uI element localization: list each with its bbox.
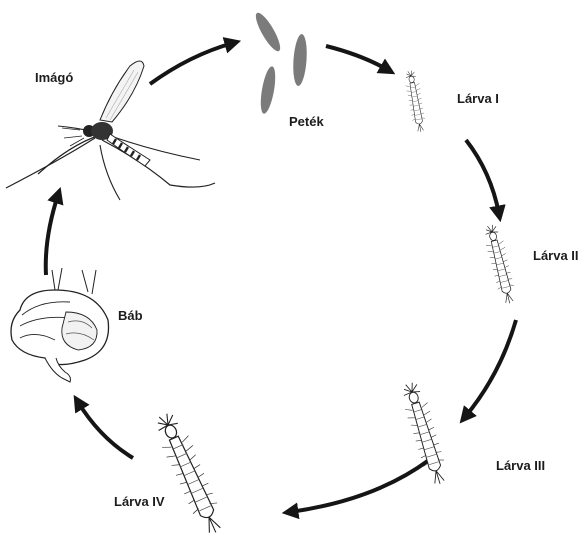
arrow-larva1-to-larva2: [466, 140, 499, 214]
stage-label-larva-2: Lárva II: [533, 248, 579, 263]
arrow-imago-to-eggs: [150, 43, 233, 84]
stage-label-larva-3: Lárva III: [496, 458, 545, 473]
larva-4-icon: [150, 409, 229, 538]
arrow-eggs-to-larva1: [326, 46, 388, 70]
stage-label-eggs: Peték: [289, 114, 324, 129]
larva-3-icon: [398, 380, 451, 487]
arrow-pupa-to-imago: [46, 195, 58, 275]
arrow-larva4-to-pupa: [78, 402, 133, 458]
eggs-icon: [252, 10, 308, 115]
stage-label-imago: Imágó: [35, 70, 73, 85]
stage-label-larva-1: Lárva I: [457, 91, 499, 106]
larva-2-icon: [482, 223, 519, 305]
larva-1-icon: [403, 70, 427, 134]
stage-label-larva-4: Lárva IV: [114, 494, 165, 509]
arrow-larva3-to-larva4: [290, 460, 429, 512]
stage-label-pupa: Báb: [118, 308, 143, 323]
pupa-icon: [11, 268, 109, 382]
arrow-larva2-to-larva3: [465, 320, 516, 417]
